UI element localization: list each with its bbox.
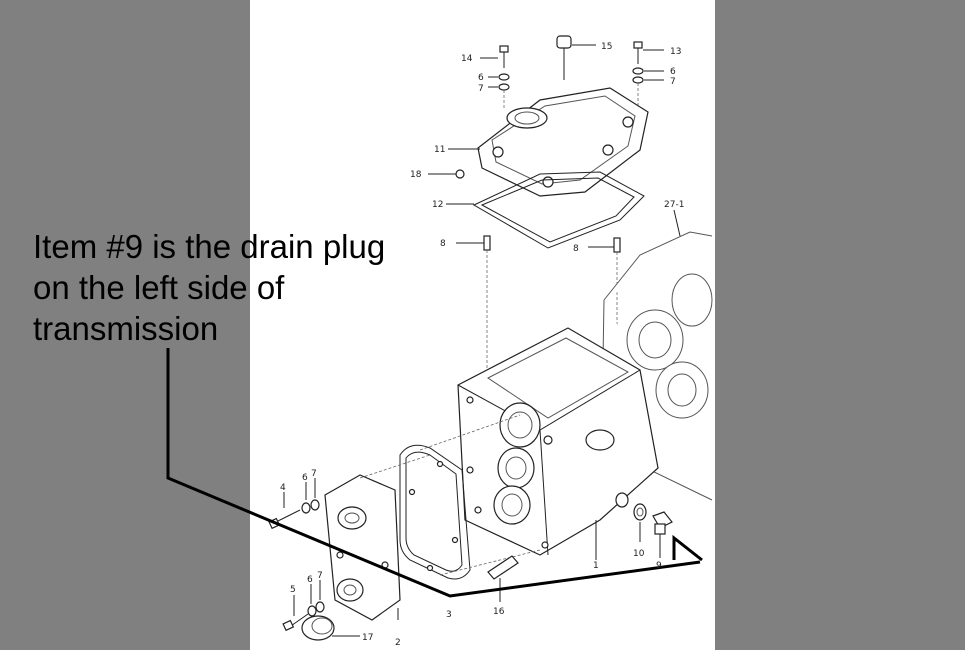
- callout-5: 5: [290, 585, 296, 595]
- gasket-12: [446, 171, 645, 249]
- callout-1: 1: [593, 561, 599, 571]
- callout-7c: 7: [311, 469, 317, 479]
- callout-6c: 6: [302, 473, 308, 483]
- callout-7d: 7: [317, 571, 323, 581]
- stud-16: [487, 555, 519, 602]
- bolt-13: [633, 41, 664, 64]
- annotation-line-2: on the left side of: [33, 269, 285, 306]
- callout-7b: 7: [670, 77, 676, 87]
- annotation-pointer: [166, 348, 703, 598]
- cap-17: [301, 615, 360, 641]
- callout-6a: 6: [478, 73, 484, 83]
- annotation-line-3: transmission: [33, 310, 219, 347]
- callout-17: 17: [362, 633, 373, 643]
- callout-3: 3: [446, 610, 452, 620]
- callout-16: 16: [493, 607, 505, 617]
- bolt-14: [480, 45, 509, 68]
- callout-6d: 6: [307, 575, 313, 585]
- plug-18: [428, 169, 465, 179]
- callout-2: 2: [395, 638, 401, 648]
- callout-8b: 8: [573, 244, 579, 254]
- top-cover-11: [448, 87, 649, 197]
- washers-top: [488, 67, 664, 120]
- main-case-1: [457, 327, 659, 560]
- callout-4: 4: [280, 483, 286, 493]
- callout-27-1: 27-1: [664, 200, 684, 210]
- callout-15: 15: [601, 42, 612, 52]
- adjoining-case-27-1: [601, 209, 713, 501]
- callout-14: 14: [461, 54, 473, 64]
- bolt-15: [556, 35, 596, 80]
- side-cover-2: [324, 454, 431, 621]
- callout-12: 12: [432, 200, 443, 210]
- annotation-text: Item #9 is the drain plug on the left si…: [33, 226, 433, 349]
- dowels-8: [456, 235, 621, 372]
- callout-8a: 8: [440, 239, 446, 249]
- seal-10: [615, 492, 647, 542]
- callout-6b: 6: [670, 67, 676, 77]
- callout-7a: 7: [478, 84, 484, 94]
- callout-13: 13: [670, 47, 681, 57]
- bolts-4-5: [268, 478, 325, 632]
- drain-plug-9: [652, 511, 673, 558]
- side-gasket-3: [399, 414, 541, 580]
- callout-9: 9: [656, 561, 662, 571]
- annotation-line-1: Item #9 is the drain plug: [33, 228, 386, 265]
- callout-18: 18: [410, 170, 422, 180]
- callout-11: 11: [434, 145, 445, 155]
- callout-10: 10: [633, 549, 645, 559]
